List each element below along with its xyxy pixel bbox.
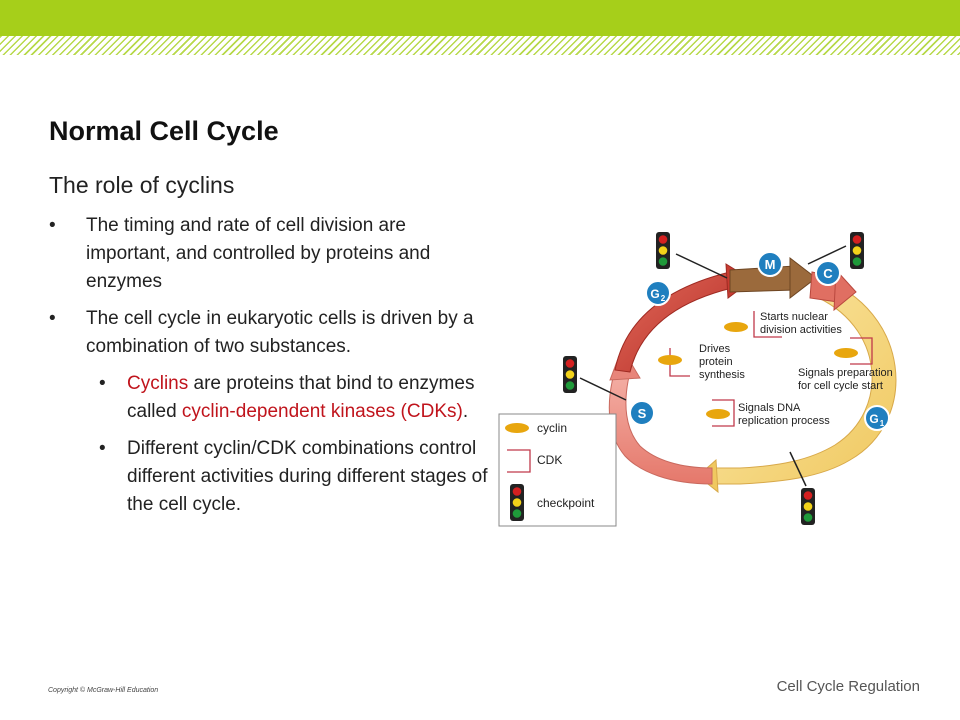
checkpoint-light-g1 (801, 488, 815, 525)
legend-checkpoint-swatch (510, 484, 524, 521)
checkpoint-pointer-g2m (675, 253, 728, 279)
bullet-text: The cell cycle in eukaryotic cells is dr… (86, 308, 474, 357)
c-phase-label: C (823, 266, 833, 281)
checkpoint-light-m (850, 232, 864, 269)
checkpoint-light-g2 (656, 232, 670, 269)
g1-phase-subscript: 1 (880, 419, 885, 428)
g1-phase-badge: G 1 (864, 405, 890, 431)
protein-synthesis-text-line2: protein (699, 356, 733, 368)
protein-synthesis-text-line3: synthesis (699, 369, 745, 381)
dna-replication-text-line2: replication process (738, 415, 830, 427)
legend-checkpoint-label: checkpoint (537, 496, 595, 510)
m-phase-label: M (765, 257, 776, 272)
sub-bullet-item: • Cyclins are proteins that bind to enzy… (49, 370, 494, 426)
legend-cyclin-label: cyclin (537, 421, 567, 435)
bullet-item: • The timing and rate of cell division a… (49, 212, 494, 296)
nuclear-division-text-line1: Starts nuclear (760, 311, 828, 323)
checkpoint-light-s (563, 356, 577, 393)
checkpoint-pointer-m (807, 245, 847, 265)
protein-synthesis-complex: Drives protein synthesis (658, 343, 745, 381)
sub-bullet-text-part: are proteins that bind to enzymes called (127, 373, 475, 422)
legend-cdk-label: CDK (537, 453, 562, 467)
cyclins-term: Cyclins (127, 373, 189, 394)
sub-bullet-item: • Different cyclin/CDK combinations cont… (49, 435, 494, 519)
cell-cycle-diagram: M C G 2 S G 1 Starts nuclear division ac… (498, 232, 897, 527)
checkpoint-pointer-g1 (789, 451, 807, 487)
c-phase-badge: C (815, 260, 841, 286)
bullet-dot: • (99, 438, 106, 459)
bullet-dot: • (99, 373, 106, 394)
c-phase-arrowhead (833, 268, 857, 312)
protein-synthesis-text-line1: Drives (699, 343, 731, 355)
s-phase-badge: S (629, 400, 655, 426)
checkpoint-pointer-s (579, 377, 627, 401)
cdk-term: cyclin-dependent kinases (CDKs) (181, 401, 463, 422)
copyright-notice: Copyright © McGraw-Hill Education (48, 687, 159, 694)
sub-bullet-text: Cyclins are proteins that bind to enzyme… (127, 373, 474, 422)
s-phase-label: S (638, 406, 647, 421)
cycle-start-text-line1: Signals preparation (798, 367, 893, 379)
footer-label: Cell Cycle Regulation (776, 678, 920, 695)
nuclear-division-text-line2: division activities (760, 324, 842, 336)
nuclear-division-complex: Starts nuclear division activities (724, 311, 842, 338)
s-phase-arrow (608, 369, 713, 485)
legend-cyclin-swatch (505, 423, 529, 433)
sub-bullet-text: Different cyclin/CDK combinations contro… (127, 438, 488, 515)
m-phase-badge: M (757, 251, 783, 277)
bullet-item: • The cell cycle in eukaryotic cells is … (49, 305, 494, 361)
sub-bullet-text-part: . (462, 401, 469, 422)
cycle-start-complex: Signals preparation for cell cycle start (798, 337, 893, 392)
g2-phase-label: G (650, 287, 659, 301)
g2-phase-badge: G 2 (645, 280, 671, 306)
slide-title: Normal Cell Cycle (49, 116, 279, 146)
legend-box: cyclin CDK checkpoint (498, 413, 617, 527)
cycle-start-text-line2: for cell cycle start (798, 380, 883, 392)
legend-cdk-swatch (507, 449, 531, 473)
dna-replication-text-line1: Signals DNA (738, 402, 801, 414)
g2-phase-subscript: 2 (661, 294, 666, 303)
hatched-stripe (0, 36, 960, 55)
top-accent-bar (0, 0, 960, 36)
bullet-dot: • (49, 215, 56, 236)
m-phase-arrowhead (789, 256, 817, 300)
bullet-list: • The timing and rate of cell division a… (49, 212, 494, 528)
bullet-text: The timing and rate of cell division are… (86, 215, 431, 292)
g1-phase-label: G (869, 412, 878, 426)
slide-subtitle: The role of cyclins (49, 172, 235, 198)
bullet-dot: • (49, 308, 56, 329)
dna-replication-complex: Signals DNA replication process (706, 399, 830, 427)
